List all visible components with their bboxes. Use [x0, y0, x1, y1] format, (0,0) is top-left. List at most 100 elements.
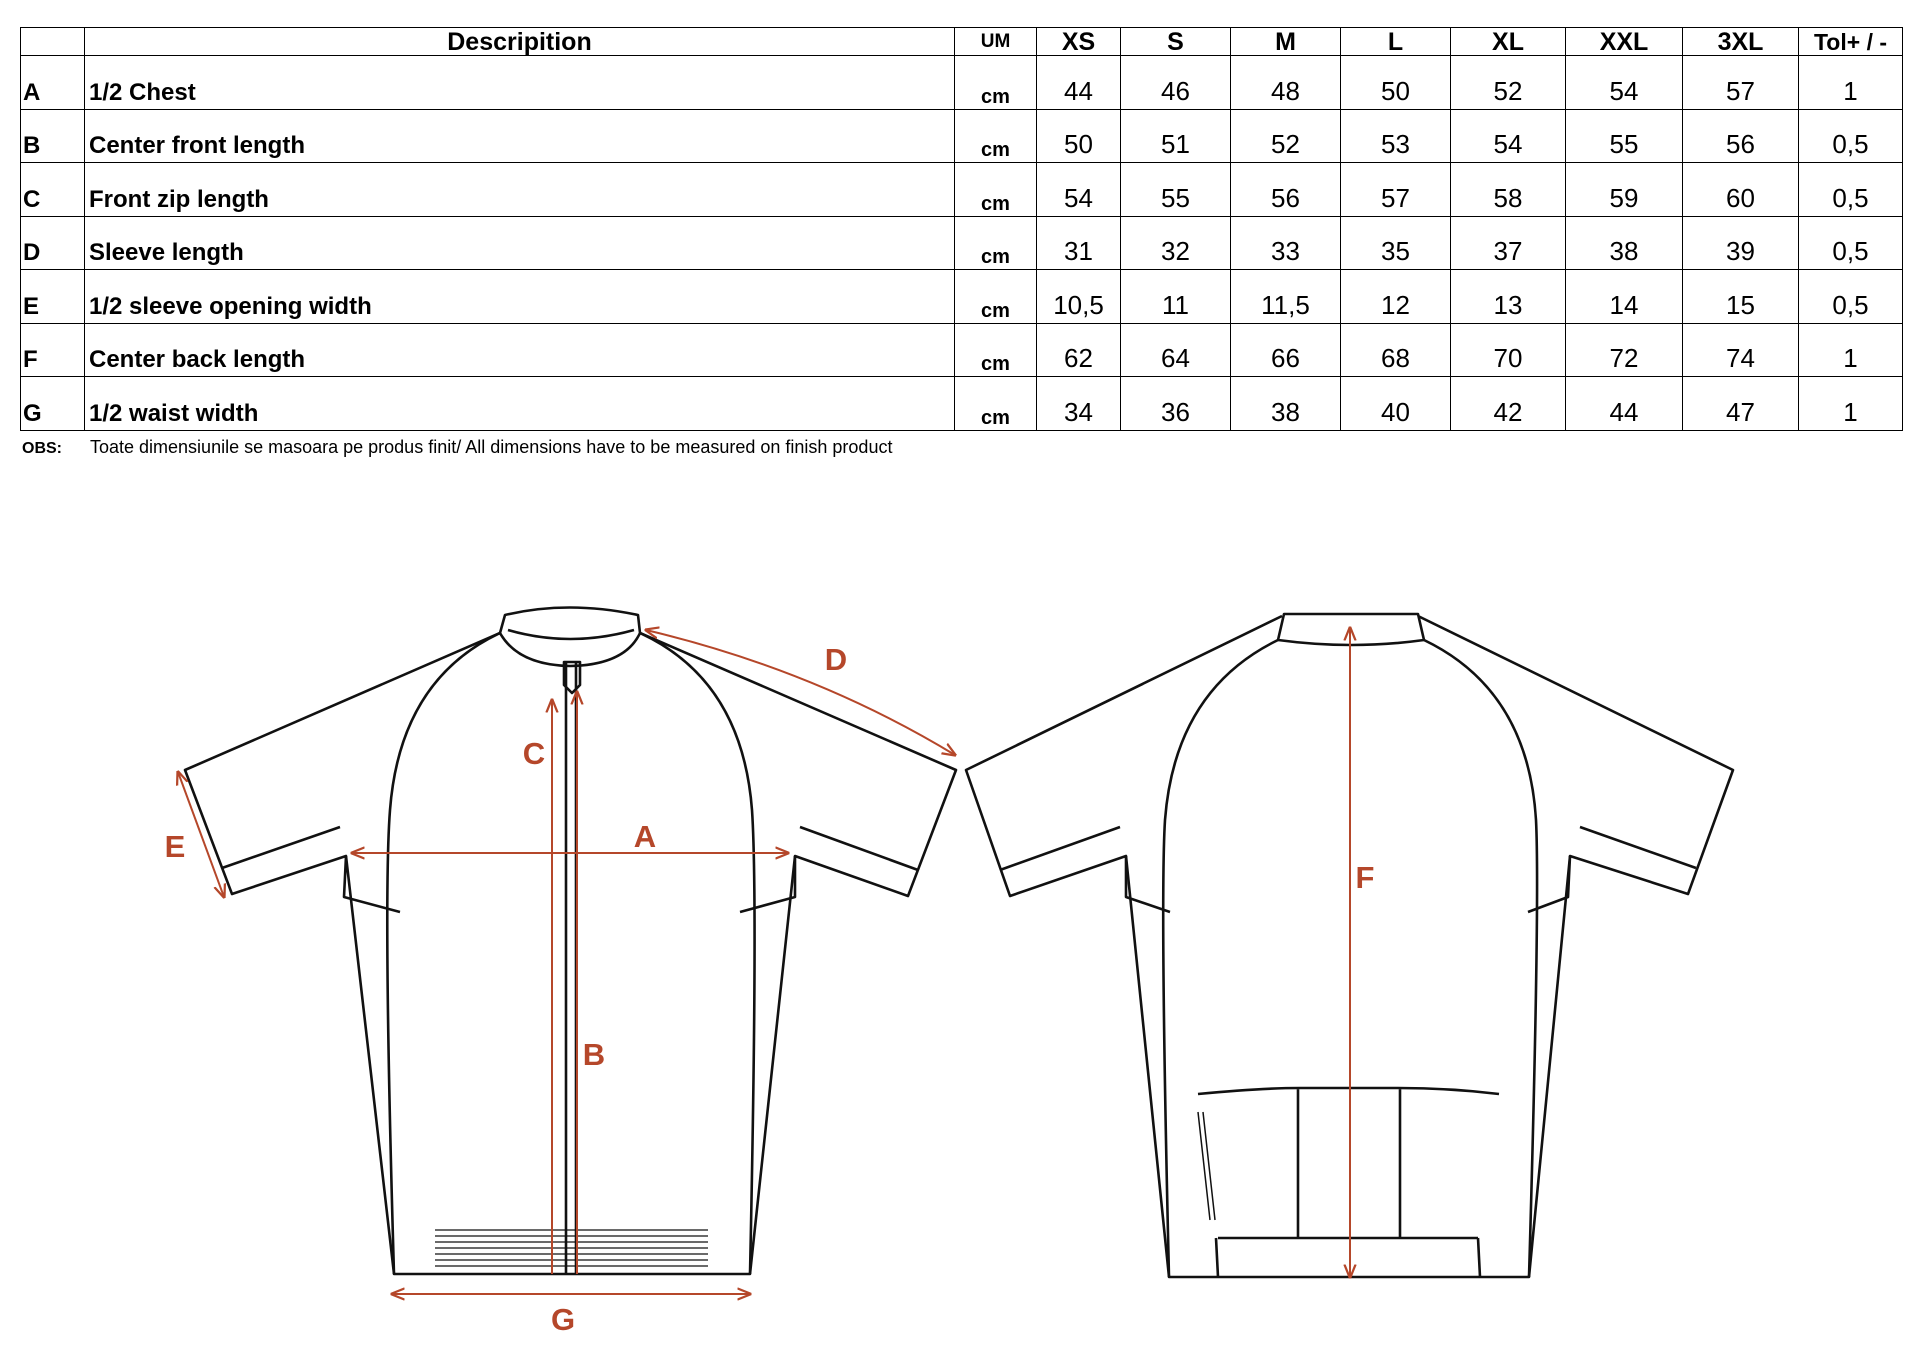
size-value: 34	[1036, 376, 1121, 431]
measure-description: 1/2 waist width	[84, 376, 955, 431]
size-value: 48	[1230, 55, 1341, 110]
measure-unit: cm	[954, 376, 1037, 431]
size-value: 15	[1682, 269, 1799, 324]
size-value: 51	[1120, 108, 1231, 163]
header-code	[20, 27, 85, 56]
size-value: 62	[1036, 322, 1121, 377]
size-spec-table: Descripition UM XS S M L XL XXL 3XL Tol+…	[20, 27, 1903, 431]
measure-description: Center back length	[84, 322, 955, 377]
size-value: 37	[1450, 215, 1566, 270]
header-size: XL	[1450, 27, 1566, 56]
size-value: 54	[1565, 55, 1683, 110]
header-size: L	[1340, 27, 1451, 56]
size-value: 36	[1120, 376, 1231, 431]
size-value: 47	[1682, 376, 1799, 431]
size-value: 39	[1682, 215, 1799, 270]
size-value: 11,5	[1230, 269, 1341, 324]
jersey-front-view	[183, 606, 958, 1276]
measure-unit: cm	[954, 322, 1037, 377]
measure-label-a: A	[634, 819, 656, 854]
size-value: 60	[1682, 162, 1799, 217]
front-zipper	[564, 662, 578, 1274]
measure-unit: cm	[954, 269, 1037, 324]
size-value: 55	[1565, 108, 1683, 163]
size-value: 31	[1036, 215, 1121, 270]
measure-description: 1/2 Chest	[84, 55, 955, 110]
measure-description: Sleeve length	[84, 215, 955, 270]
tolerance-value: 1	[1798, 55, 1903, 110]
size-value: 70	[1450, 322, 1566, 377]
header-size: XXL	[1565, 27, 1683, 56]
measure-code: G	[20, 376, 85, 431]
size-value: 40	[1340, 376, 1451, 431]
front-collar-inner	[507, 628, 635, 641]
table-row: D Sleeve length cm 31 32 33 35 37 38 39 …	[20, 215, 1903, 270]
measurement-labels: A B C D E F G	[165, 642, 1375, 1337]
front-side-panel-left	[342, 855, 401, 914]
header-size: XS	[1036, 27, 1121, 56]
measure-unit: cm	[954, 162, 1037, 217]
front-zip-pull	[562, 660, 582, 695]
back-cuff-left	[999, 825, 1121, 872]
front-collar	[498, 606, 642, 668]
table-row: G 1/2 waist width cm 34 36 38 40 42 44 4…	[20, 376, 1903, 431]
size-value: 52	[1230, 108, 1341, 163]
size-value: 50	[1340, 55, 1451, 110]
back-cuff-right	[1579, 825, 1697, 870]
measure-code: C	[20, 162, 85, 217]
measure-code: A	[20, 55, 85, 110]
header-um: UM	[954, 27, 1037, 56]
size-value: 42	[1450, 376, 1566, 431]
tolerance-value: 1	[1798, 322, 1903, 377]
size-value: 57	[1340, 162, 1451, 217]
measure-code: D	[20, 215, 85, 270]
measurement-lines	[178, 628, 1350, 1294]
front-sleeve-seam-right	[639, 631, 756, 1275]
measure-label-b: B	[583, 1037, 605, 1072]
size-value: 44	[1036, 55, 1121, 110]
measure-code: B	[20, 108, 85, 163]
size-value: 54	[1450, 108, 1566, 163]
header-size: S	[1120, 27, 1231, 56]
size-value: 64	[1120, 322, 1231, 377]
measure-description: Front zip length	[84, 162, 955, 217]
back-sleeve-seam-right	[1423, 638, 1539, 1278]
measure-label-d: D	[825, 642, 847, 677]
size-value: 55	[1120, 162, 1231, 217]
tolerance-value: 0,5	[1798, 215, 1903, 270]
front-body-outline	[183, 631, 958, 1276]
measure-e-line	[178, 772, 224, 897]
tolerance-value: 1	[1798, 376, 1903, 431]
obs-note: OBS:Toate dimensiunile se masoara pe pro…	[22, 437, 892, 458]
measure-label-f: F	[1356, 860, 1375, 895]
size-value: 46	[1120, 55, 1231, 110]
back-pockets	[1197, 1086, 1500, 1240]
size-value: 68	[1340, 322, 1451, 377]
measure-unit: cm	[954, 55, 1037, 110]
size-value: 72	[1565, 322, 1683, 377]
header-size: M	[1230, 27, 1341, 56]
front-cuff-right	[799, 825, 919, 872]
measure-label-c: C	[523, 736, 545, 771]
back-side-panel-left	[1124, 856, 1171, 914]
size-value: 59	[1565, 162, 1683, 217]
back-collar	[1276, 612, 1426, 647]
table-row: F Center back length cm 62 64 66 68 70 7…	[20, 322, 1903, 377]
table-header-row: Descripition UM XS S M L XL XXL 3XL Tol+…	[20, 27, 1903, 56]
tolerance-value: 0,5	[1798, 162, 1903, 217]
front-waist-band	[435, 1229, 708, 1267]
front-sleeve-seam-left	[385, 631, 501, 1275]
measure-description: Center front length	[84, 108, 955, 163]
header-description: Descripition	[84, 27, 955, 56]
table-row: C Front zip length cm 54 55 56 57 58 59 …	[20, 162, 1903, 217]
size-value: 33	[1230, 215, 1341, 270]
table-row: A 1/2 Chest cm 44 46 48 50 52 54 57 1	[20, 55, 1903, 110]
front-side-panel-right	[739, 856, 797, 914]
size-value: 38	[1230, 376, 1341, 431]
measure-label-g: G	[551, 1302, 575, 1337]
header-size: 3XL	[1682, 27, 1799, 56]
measure-label-e: E	[165, 829, 186, 864]
size-value: 52	[1450, 55, 1566, 110]
front-cuff-left	[221, 825, 341, 870]
